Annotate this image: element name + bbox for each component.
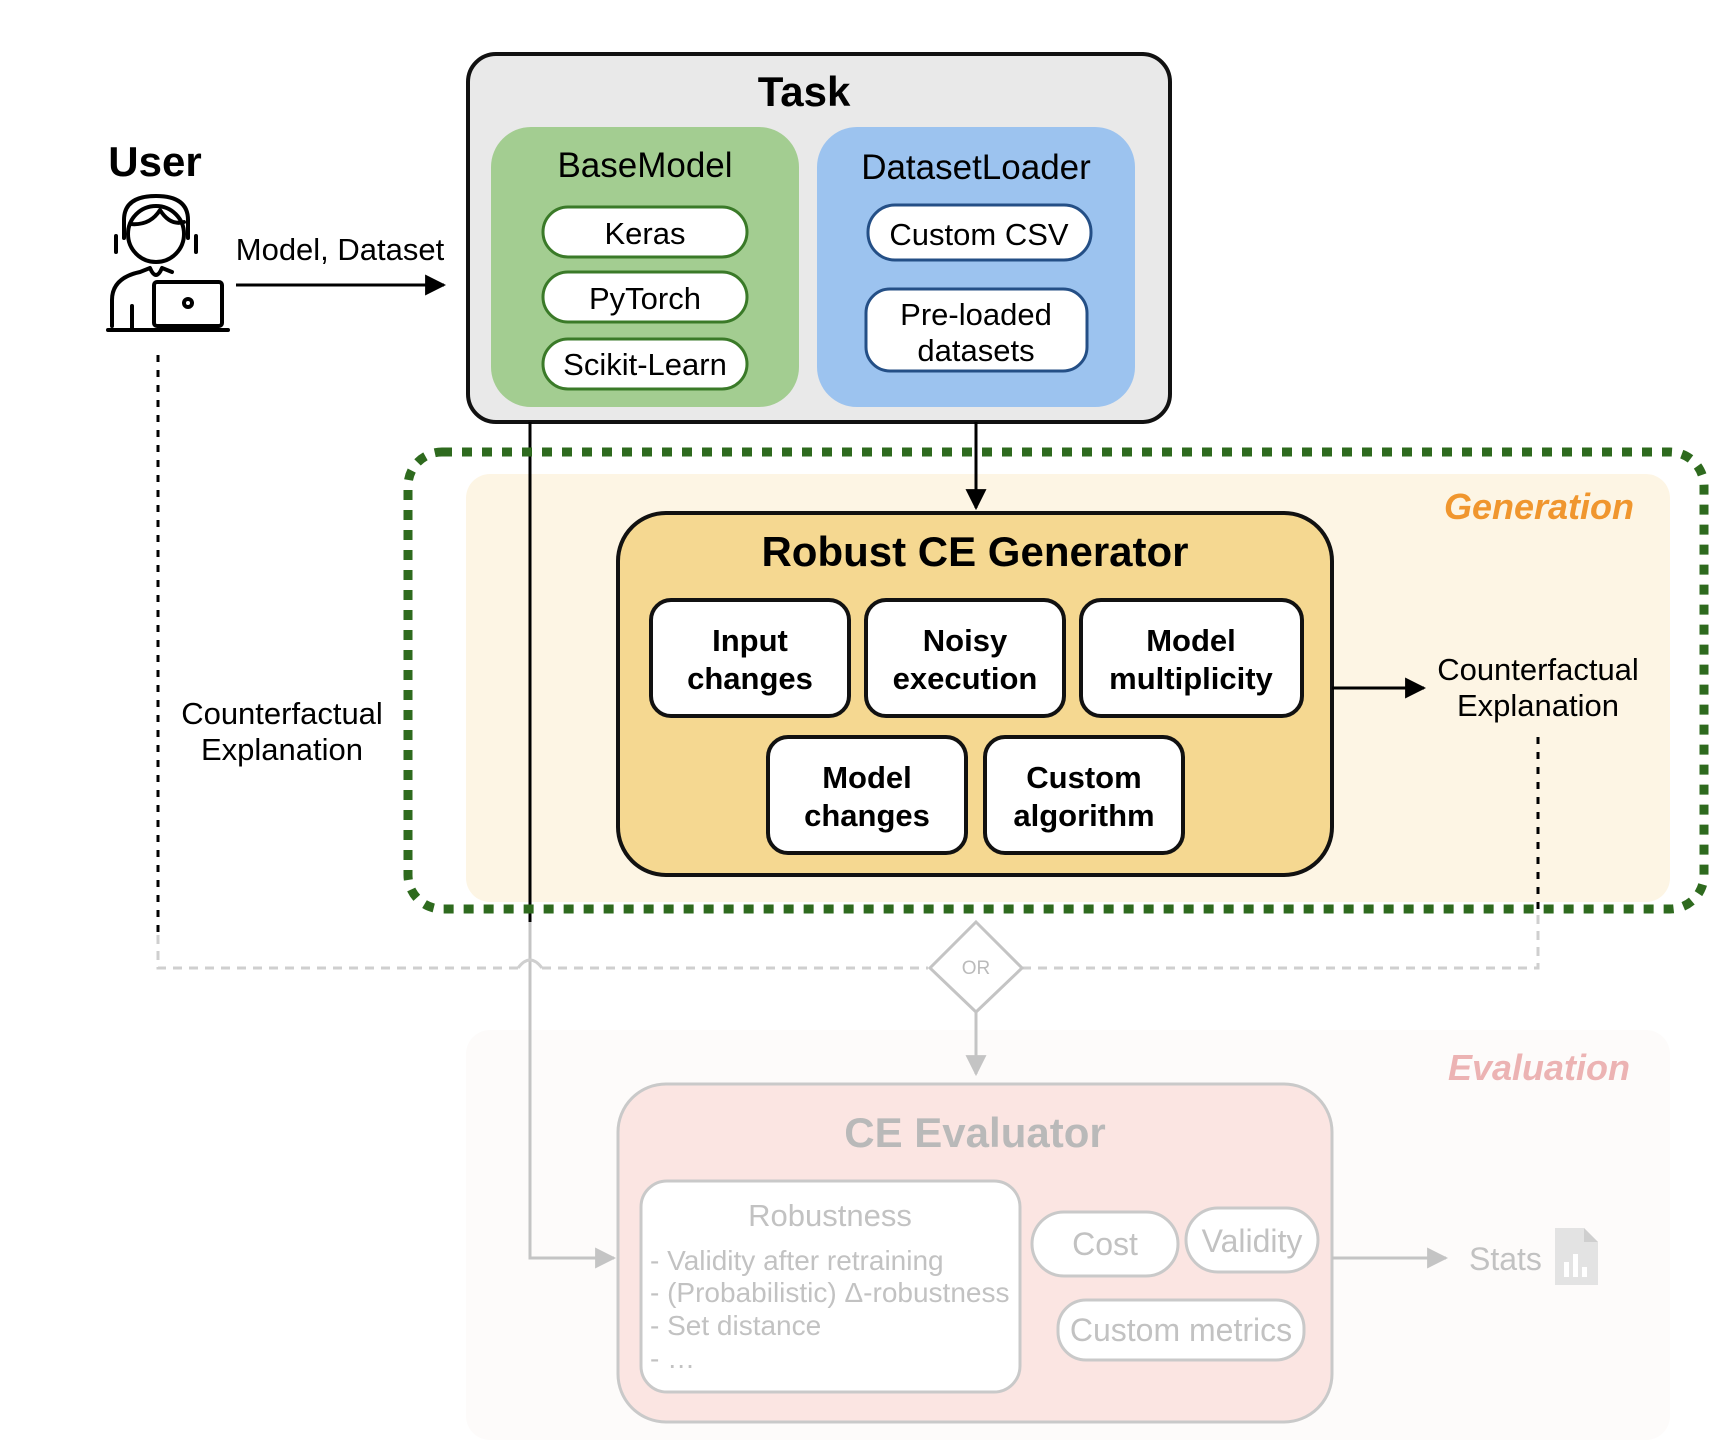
custom-csv-label: Custom CSV	[889, 217, 1068, 252]
task-to-evaluator-line	[528, 922, 617, 1269]
method-label-line1: Custom	[1026, 760, 1141, 795]
method-label-line2: multiplicity	[1109, 661, 1273, 696]
metric-validity[interactable]: Validity	[1184, 1206, 1320, 1274]
method-label-line2: changes	[804, 798, 930, 833]
robustness-item: - (Probabilistic) Δ-robustness	[650, 1277, 1009, 1308]
base-model-option[interactable]: Scikit-Learn	[541, 337, 749, 391]
generation-label: Generation	[1444, 486, 1634, 527]
method-custom-algorithm[interactable]: Custom algorithm	[983, 735, 1185, 855]
user-to-task-label: Model, Dataset	[236, 232, 445, 267]
or-label: OR	[962, 958, 991, 979]
method-model-changes[interactable]: Model changes	[766, 735, 968, 855]
base-model-box	[491, 127, 799, 407]
preloaded-datasets-label-line1: Pre-loaded	[900, 297, 1052, 332]
user-title: User	[108, 138, 201, 185]
base-model-option[interactable]: PyTorch	[541, 270, 749, 324]
robustness-item: - Validity after retraining	[650, 1245, 944, 1276]
method-label-line2: changes	[687, 661, 813, 696]
metric-cost[interactable]: Cost	[1030, 1210, 1180, 1278]
custom-metrics-label: Custom metrics	[1070, 1312, 1292, 1348]
method-label-line2: algorithm	[1013, 798, 1154, 833]
method-model-multiplicity[interactable]: Model multiplicity	[1079, 598, 1304, 718]
keras-label: Keras	[605, 216, 686, 251]
method-label-line1: Model	[822, 760, 912, 795]
generation-output-label-line2: Explanation	[1457, 688, 1619, 723]
method-label-line1: Model	[1146, 623, 1236, 658]
robustness-title: Robustness	[748, 1198, 912, 1233]
generation-output-label-line1: Counterfactual	[1437, 652, 1639, 687]
user-laptop-icon	[106, 194, 230, 332]
base-model-title: BaseModel	[557, 146, 732, 185]
scikit-learn-label: Scikit-Learn	[563, 347, 727, 382]
method-noisy-execution[interactable]: Noisy execution	[864, 598, 1066, 718]
robustness-box	[639, 1179, 1022, 1394]
robustness-item: - …	[650, 1343, 695, 1374]
metric-custom-metrics[interactable]: Custom metrics	[1056, 1298, 1306, 1362]
robustness-item: - Set distance	[650, 1310, 821, 1341]
evaluator-title: CE Evaluator	[844, 1109, 1105, 1156]
method-label-line1: Noisy	[923, 623, 1008, 658]
user-output-label-line1: Counterfactual	[181, 696, 383, 731]
stats-file-icon	[1555, 1228, 1598, 1285]
dataset-loader-option[interactable]: Custom CSV	[866, 203, 1093, 262]
line-hop	[516, 958, 544, 969]
or-junction: OR	[927, 919, 1025, 1015]
pytorch-label: PyTorch	[589, 281, 701, 316]
method-label-line1: Input	[712, 623, 788, 658]
stats-label: Stats	[1469, 1241, 1542, 1277]
user-output-label-line2: Explanation	[201, 732, 363, 767]
user-dashed-to-or	[156, 935, 928, 970]
evaluation-label: Evaluation	[1448, 1047, 1630, 1088]
method-label-line2: execution	[893, 661, 1038, 696]
gen-output-dashed-to-or	[1022, 915, 1540, 970]
dataset-loader-option[interactable]: Pre-loaded datasets	[864, 287, 1089, 373]
validity-label: Validity	[1202, 1223, 1303, 1259]
generator-title: Robust CE Generator	[761, 528, 1188, 575]
cost-label: Cost	[1072, 1226, 1138, 1262]
task-title: Task	[758, 68, 851, 115]
base-model-option[interactable]: Keras	[541, 205, 749, 259]
preloaded-datasets-label-line2: datasets	[917, 333, 1034, 368]
method-input-changes[interactable]: Input changes	[649, 598, 851, 718]
dataset-loader-title: DatasetLoader	[861, 148, 1091, 187]
